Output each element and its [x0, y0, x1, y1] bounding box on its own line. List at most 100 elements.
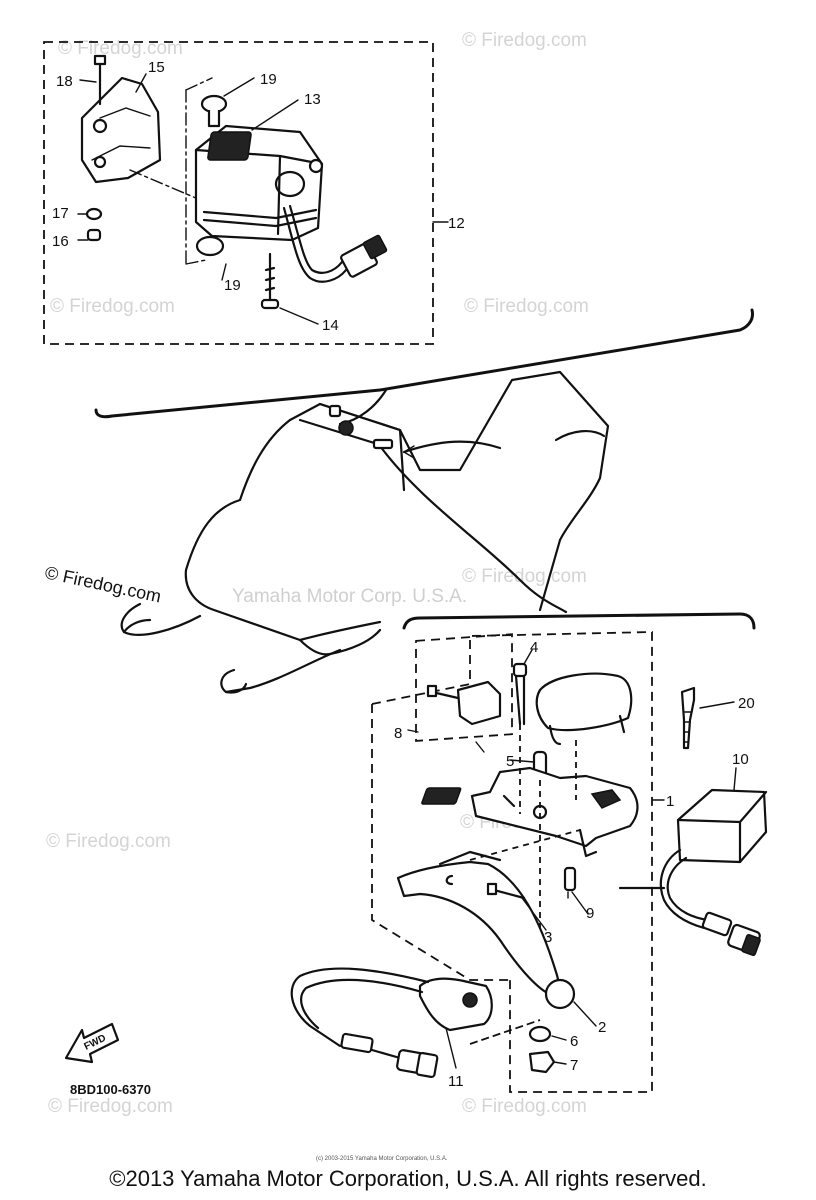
leader-line [509, 759, 535, 763]
switch-pin-head [426, 684, 438, 698]
leader-line [553, 1061, 567, 1065]
coil-terminal [207, 131, 252, 161]
coil-band [202, 208, 318, 220]
sensor-sleeve [340, 1032, 374, 1054]
callout-8: 8 [394, 725, 402, 742]
callout-3: 3 [544, 929, 552, 946]
nut-17 [85, 207, 103, 221]
nut-7 [528, 1050, 556, 1074]
watermark-firedog-dark: © Firedog.com [43, 562, 163, 606]
grommet-19-bottom [195, 235, 225, 257]
bracket-hole [93, 155, 107, 169]
fwd-arrow-shape [64, 1022, 120, 1064]
diagram-code: 8BD100-6370 [70, 1082, 151, 1097]
coil-band [202, 216, 318, 228]
watermark-firedog: © Firedog.com [50, 296, 175, 317]
coil-connector-plug [362, 234, 388, 260]
assembly-box-1 [371, 704, 510, 981]
assembly-box-8 [415, 633, 513, 742]
leader-line [551, 1035, 567, 1041]
leader-line [279, 307, 319, 325]
relay-sleeve [701, 911, 733, 937]
leader-line [251, 99, 299, 131]
relay-wire [666, 856, 710, 922]
bracket-detail [91, 107, 151, 161]
callout-16: 16 [52, 233, 69, 250]
callout-19: 19 [260, 71, 277, 88]
leader-line [573, 1001, 597, 1027]
leader-line [445, 1027, 457, 1069]
fwd-arrow: FWD [64, 1022, 120, 1064]
leader-line [135, 73, 147, 93]
leader-line [223, 77, 255, 97]
wire-run [402, 440, 502, 454]
callout-20: 20 [738, 695, 755, 712]
coil-wire [288, 204, 344, 274]
relay-group [421, 767, 768, 957]
bolt-9 [563, 866, 577, 892]
throttle-lever-2 [396, 860, 560, 998]
relay-connector-plug [741, 933, 761, 957]
ski-right [220, 648, 342, 694]
callout-7: 7 [570, 1057, 578, 1074]
pin-3-head [486, 882, 498, 896]
callouts: 18 15 19 13 17 16 12 19 14 4 20 8 10 5 1… [52, 59, 755, 1090]
pin-4-head [512, 662, 528, 678]
watermark-firedog: © Firedog.com [462, 30, 587, 51]
relay-terminal [421, 787, 462, 805]
watermark-firedog: © Firedog.com [58, 38, 183, 59]
leader-line [407, 729, 419, 733]
watermark-yamaha: Yamaha Motor Corp. U.S.A. [232, 586, 467, 607]
watermarks: © Firedog.com © Firedog.com © Firedog.co… [46, 30, 589, 1117]
relay-wire [659, 848, 706, 930]
callout-15: 15 [148, 59, 165, 76]
lever-cover [535, 672, 633, 732]
callout-5: 5 [506, 753, 514, 770]
ski-tip [122, 618, 152, 634]
cable-tie-20 [680, 686, 696, 750]
lever-detail [438, 850, 502, 886]
cable-tie-group [680, 686, 735, 750]
grommet-19-top [200, 94, 228, 114]
throttle-assembly-group [290, 631, 665, 1093]
leader-line [733, 767, 737, 791]
watermark-firedog: © Firedog.com [48, 1096, 173, 1117]
assembly-box-12 [43, 41, 434, 345]
footer-copyright: ©2013 Yamaha Motor Corporation, U.S.A. A… [109, 1166, 707, 1191]
callout-1: 1 [666, 793, 674, 810]
assembly-box-1 [371, 631, 653, 1093]
callout-13: 13 [304, 91, 321, 108]
callout-17: 17 [52, 205, 69, 222]
pin-3 [492, 888, 526, 900]
leader-line [221, 263, 227, 281]
cable-end [372, 438, 394, 450]
arrow-head [403, 445, 415, 459]
watermark-firedog: © Firedog.com [462, 1096, 587, 1117]
bolt-18-head [93, 54, 107, 66]
leader-line [571, 891, 589, 915]
callout-6: 6 [570, 1033, 578, 1050]
screw-14-thread [264, 252, 276, 302]
leader-line [79, 79, 97, 83]
hood-outline [184, 418, 382, 642]
callout-12: 12 [448, 215, 465, 232]
grommet-stem [207, 110, 221, 128]
snowmobile-body [94, 308, 756, 694]
pin-4-shank [514, 674, 526, 726]
wire-grommet [338, 420, 354, 436]
leader-line [523, 649, 533, 665]
callout-9: 9 [586, 905, 594, 922]
sensor-connector-plug [415, 1051, 439, 1079]
wire-clip [328, 404, 342, 418]
callout-18: 18 [56, 73, 73, 90]
callout-2: 2 [598, 1019, 606, 1036]
screw-14-head [260, 298, 280, 310]
lever-housing [470, 766, 639, 848]
watermark-firedog: © Firedog.com [462, 566, 587, 587]
coil-cap [274, 170, 306, 198]
callout-4: 4 [530, 639, 538, 656]
switch-8 [456, 680, 502, 726]
group-brace-top [94, 308, 754, 419]
sensor-wire [290, 967, 430, 1048]
